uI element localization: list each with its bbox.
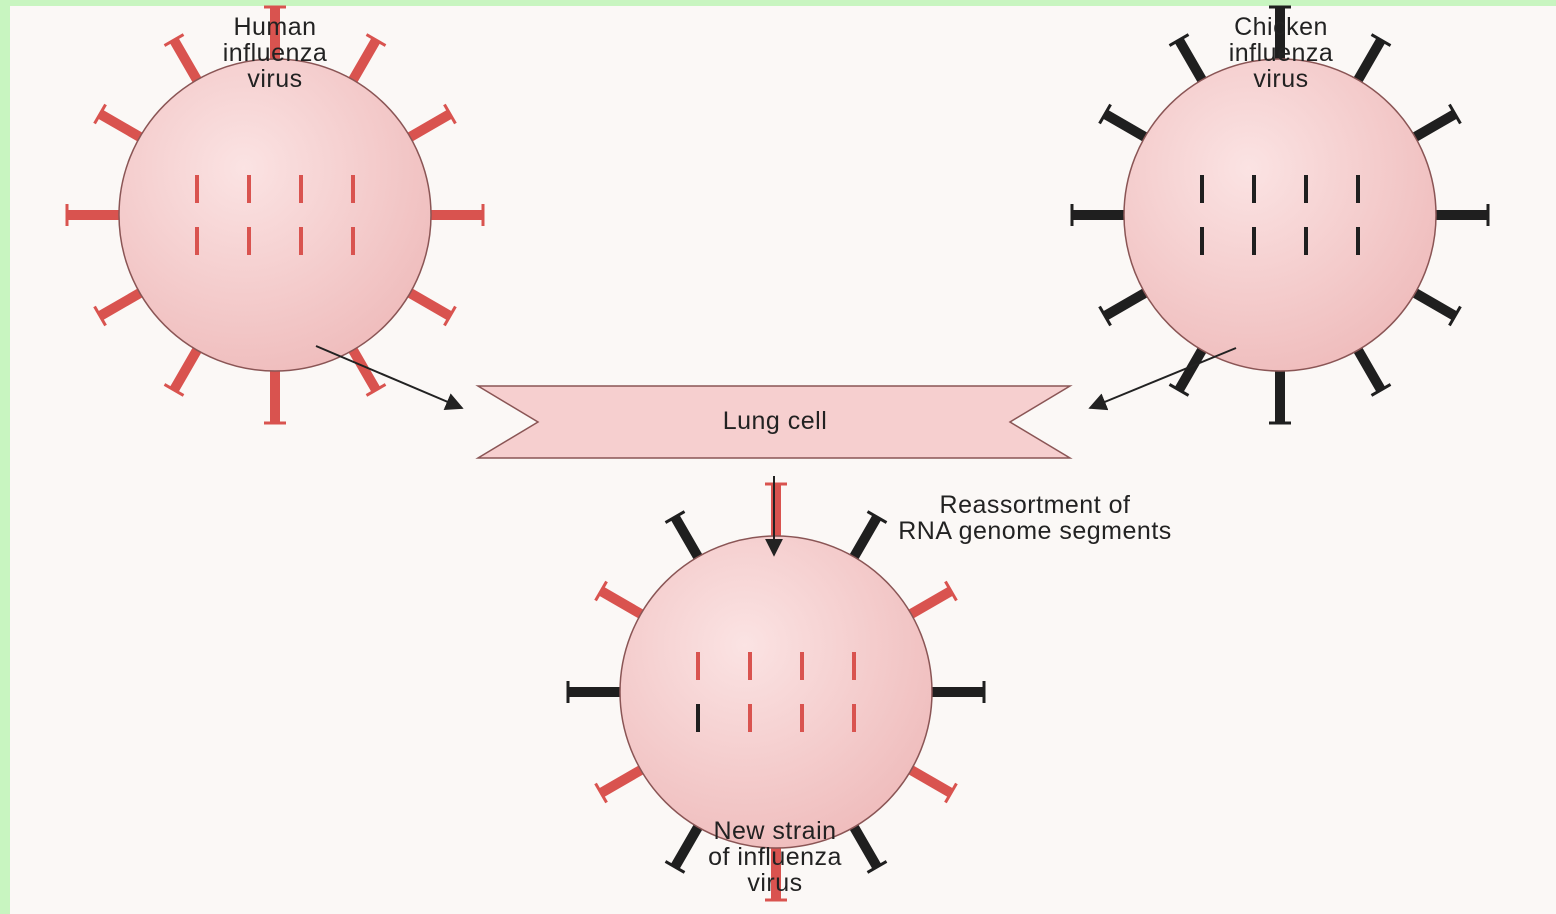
new-strain-virion-spike bbox=[765, 484, 787, 544]
chicken-virion-spike bbox=[1072, 204, 1132, 226]
human-virion-spike bbox=[264, 363, 286, 423]
new-strain-virion-spike bbox=[665, 512, 702, 564]
human-virus-label: Human influenza virus bbox=[160, 14, 390, 92]
human-virion-spike bbox=[95, 104, 147, 141]
human-virion-spike bbox=[67, 204, 127, 226]
chicken-virion-spike bbox=[1100, 289, 1152, 326]
chicken-virion-spike bbox=[1408, 104, 1460, 141]
human-virion-spike bbox=[164, 343, 201, 395]
arrow-human-to-lung-cell bbox=[316, 346, 462, 408]
new-strain-virion-spike bbox=[904, 766, 956, 803]
reassortment-label: Reassortment of RNA genome segments bbox=[790, 492, 1280, 544]
new-strain-virion-spike bbox=[568, 681, 628, 703]
chicken-virus-label: Chicken influenza virus bbox=[1166, 14, 1396, 92]
lung-cell-label: Lung cell bbox=[660, 408, 890, 434]
new-strain-virion-envelope bbox=[620, 536, 932, 848]
human-virion-envelope bbox=[119, 59, 431, 371]
new-strain-virion-spike bbox=[596, 766, 648, 803]
human-virion-spike bbox=[403, 289, 455, 326]
human-virion-spike bbox=[423, 204, 483, 226]
human-virion-spike bbox=[95, 289, 147, 326]
chicken-virion-spike bbox=[1408, 289, 1460, 326]
chicken-virion-spike bbox=[1100, 104, 1152, 141]
chicken-virion-envelope bbox=[1124, 59, 1436, 371]
chicken-virion-spike bbox=[1269, 363, 1291, 423]
chicken-virion-spike bbox=[1354, 343, 1391, 395]
human-virion-spike bbox=[349, 343, 386, 395]
arrow-chicken-to-lung-cell bbox=[1090, 348, 1236, 408]
new-strain-virion-spike bbox=[596, 581, 648, 618]
human-virion-spike bbox=[403, 104, 455, 141]
new-strain-label: New strain of influenza virus bbox=[650, 818, 900, 896]
chicken-virion-spike bbox=[1169, 343, 1206, 395]
new-strain-virion-spike bbox=[904, 581, 956, 618]
new-strain-virion-spike bbox=[924, 681, 984, 703]
chicken-virion-spike bbox=[1428, 204, 1488, 226]
